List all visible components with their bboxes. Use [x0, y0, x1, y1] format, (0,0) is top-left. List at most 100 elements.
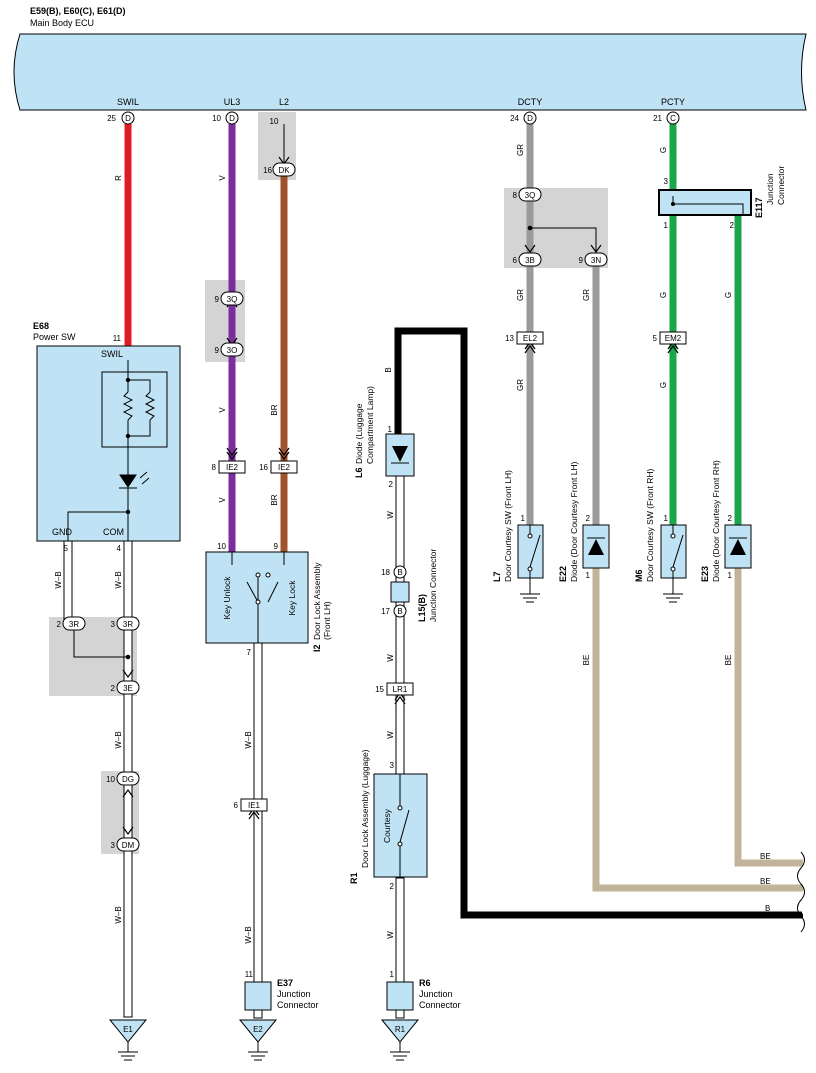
svg-text:GR: GR — [516, 379, 525, 391]
svg-text:9: 9 — [579, 256, 584, 265]
svg-text:Junction: Junction — [765, 173, 775, 205]
connector-ie2-br: 16 IE2 — [259, 460, 298, 474]
svg-text:W: W — [386, 511, 395, 519]
svg-text:D: D — [229, 114, 235, 123]
svg-text:6: 6 — [513, 256, 518, 265]
svg-text:BR: BR — [270, 404, 279, 415]
svg-text:DG: DG — [122, 775, 134, 784]
ecu-terminal-dcty: DCTY 24 D — [510, 97, 543, 125]
svg-text:BR: BR — [270, 494, 279, 505]
svg-text:3: 3 — [111, 841, 116, 850]
connector-dk: 16 DK — [263, 162, 296, 177]
ground-r1: R1 — [380, 1019, 420, 1061]
svg-text:9: 9 — [274, 542, 279, 551]
connector-el2: 13 EL2 — [505, 331, 544, 345]
svg-text:IE2: IE2 — [226, 463, 239, 472]
svg-text:BE: BE — [760, 852, 771, 861]
svg-text:L7: L7 — [492, 571, 502, 582]
svg-text:E117: E117 — [754, 197, 764, 218]
svg-text:EM2: EM2 — [665, 334, 682, 343]
component-e22-diode: 2 1 E22 Diode (Door Courtesy Front LH) — [558, 461, 610, 582]
svg-text:DK: DK — [278, 166, 290, 175]
ecu-terminal-l2: L2 10 — [270, 97, 289, 126]
svg-text:1: 1 — [586, 571, 591, 580]
svg-text:W–B: W–B — [54, 571, 63, 588]
svg-text:Door Courtesy SW (Front RH): Door Courtesy SW (Front RH) — [645, 468, 655, 582]
svg-text:6: 6 — [234, 801, 239, 810]
svg-text:G: G — [659, 382, 668, 388]
connector-lr1: 15 LR1 — [375, 682, 414, 696]
svg-text:Power SW: Power SW — [33, 332, 76, 342]
svg-text:3: 3 — [664, 177, 669, 186]
svg-text:W–B: W–B — [114, 731, 123, 748]
ecu-terminal-ul3: UL3 10 D — [212, 97, 240, 125]
wire-w-l6 — [395, 475, 405, 777]
wire-wb-r1 — [395, 877, 405, 1019]
wire-wb-i2 — [253, 641, 263, 1019]
svg-text:E23: E23 — [700, 566, 710, 582]
svg-text:Junction: Junction — [419, 989, 453, 999]
svg-text:3N: 3N — [591, 256, 601, 265]
svg-text:17: 17 — [381, 607, 390, 616]
svg-text:Key Unlock: Key Unlock — [222, 576, 232, 620]
svg-text:E37: E37 — [277, 978, 293, 988]
svg-text:Diode (Luggage: Diode (Luggage — [354, 403, 364, 464]
wire-b — [394, 327, 803, 919]
connector-3q-lower: 8 3Q — [513, 187, 542, 202]
svg-text:B: B — [765, 904, 770, 913]
svg-text:BE: BE — [582, 655, 591, 666]
svg-text:Key Lock: Key Lock — [287, 580, 297, 616]
svg-text:3E: 3E — [123, 684, 133, 693]
ecu-terminal-swil: SWIL 25 D — [107, 97, 139, 125]
svg-text:1: 1 — [388, 425, 393, 434]
svg-text:10: 10 — [212, 114, 221, 123]
svg-text:W: W — [386, 654, 395, 662]
svg-text:10: 10 — [106, 775, 115, 784]
connector-dm: 3 DM — [111, 837, 140, 852]
svg-text:E2: E2 — [253, 1025, 263, 1034]
svg-text:18: 18 — [381, 568, 390, 577]
svg-text:(Front LH): (Front LH) — [322, 601, 332, 640]
svg-text:DCTY: DCTY — [518, 97, 543, 107]
wire-be-upper — [734, 568, 803, 867]
svg-text:W–B: W–B — [114, 906, 123, 923]
svg-text:Diode (Door Courtesy Front RH): Diode (Door Courtesy Front RH) — [711, 460, 721, 582]
svg-text:W–B: W–B — [244, 926, 253, 943]
svg-text:SWIL: SWIL — [117, 97, 139, 107]
connector-em2: 5 EM2 — [653, 331, 687, 345]
ecu-code-label: E59(B), E60(C), E61(D) — [30, 6, 126, 16]
svg-text:GR: GR — [516, 144, 525, 156]
svg-text:Junction Connector: Junction Connector — [428, 549, 438, 622]
svg-text:3: 3 — [111, 620, 116, 629]
component-i2-door-lock-front-lh: 10 9 7 Key Unlock Key Lock I2 Door Lock … — [205, 542, 332, 657]
svg-text:EL2: EL2 — [523, 334, 538, 343]
svg-text:4: 4 — [117, 544, 122, 553]
connector-ie2-v: 8 IE2 — [212, 460, 246, 474]
svg-text:I2: I2 — [312, 644, 322, 652]
svg-text:11: 11 — [113, 334, 122, 343]
svg-text:3O: 3O — [227, 346, 238, 355]
connector-3n: 9 3N — [579, 252, 608, 267]
svg-text:D: D — [527, 114, 533, 123]
svg-text:LR1: LR1 — [393, 685, 408, 694]
svg-text:B: B — [397, 607, 402, 616]
ground-e2: E2 — [238, 1019, 278, 1061]
svg-text:Courtesy: Courtesy — [382, 808, 392, 843]
svg-text:G: G — [659, 147, 668, 153]
svg-text:R: R — [114, 175, 123, 181]
component-m6-courtesy-sw-rh: 1 M6 Door Courtesy SW (Front RH) — [634, 468, 687, 603]
svg-text:W: W — [386, 931, 395, 939]
svg-text:9: 9 — [215, 295, 220, 304]
svg-text:V: V — [218, 407, 227, 413]
connector-3q-upper: 9 3Q — [215, 291, 244, 306]
svg-text:L2: L2 — [279, 97, 289, 107]
wire-be-lower — [592, 568, 803, 892]
svg-text:11: 11 — [245, 970, 254, 979]
svg-text:W–B: W–B — [244, 731, 253, 748]
component-e37-junction: 11 E37 Junction Connector — [244, 970, 319, 1011]
svg-text:10: 10 — [217, 542, 226, 551]
svg-text:IE2: IE2 — [278, 463, 291, 472]
svg-text:15: 15 — [375, 685, 384, 694]
connector-dg: 10 DG — [106, 771, 140, 786]
component-l15-junction: L15(B) Junction Connector — [390, 549, 438, 622]
